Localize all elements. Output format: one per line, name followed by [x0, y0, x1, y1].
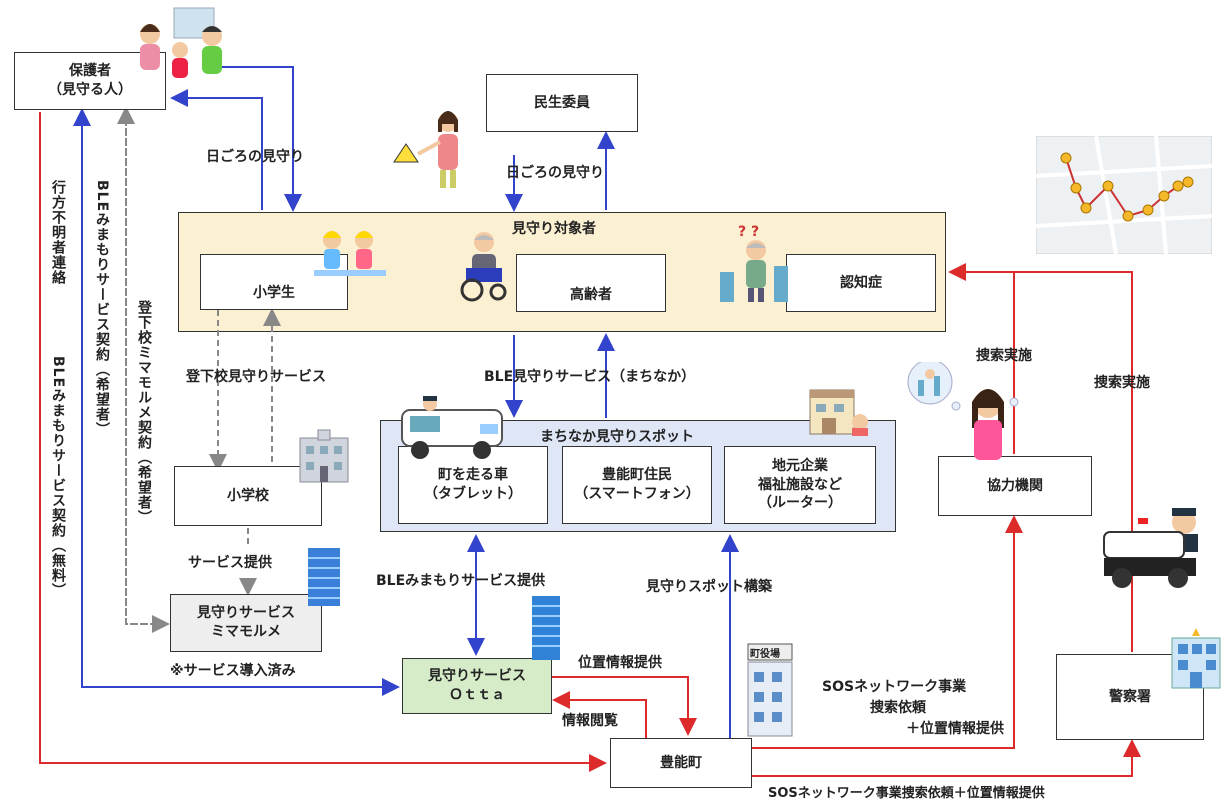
- car-box: 町を走る車 （タブレット）: [398, 446, 548, 524]
- police-car-illustration: [1103, 508, 1198, 588]
- sos-network-label: SOSネットワーク事業: [822, 679, 967, 695]
- location-info-provision-label: 位置情報提供: [578, 655, 662, 671]
- ble-mimamori-provision-label: BLEみまもりサービス提供: [376, 573, 546, 589]
- service-provision-label: サービス提供: [188, 555, 272, 571]
- search-conducted-2-label: 捜索実施: [1094, 375, 1150, 391]
- minsei-box: 民生委員: [486, 74, 638, 132]
- family-illustration: [140, 7, 222, 78]
- otta-box: 見守りサービス Ｏｔｔａ: [402, 658, 552, 714]
- ble-contract-opt-label: BLEみまもりサービス契約（希望者）: [94, 180, 110, 438]
- mimamorume-contract-label: 登下校ミマモルメ契約（希望者）: [136, 300, 152, 525]
- dementia-box: 認知症: [786, 254, 936, 312]
- mimamorume-box: 見守りサービス ミマモルメ: [170, 594, 322, 652]
- resident-box: 豊能町住民 （スマートフォン）: [562, 446, 712, 524]
- companies-box: 地元企業 福祉施設など （ルーター）: [724, 446, 876, 524]
- svg-text:? ?: ? ?: [738, 224, 759, 240]
- search-request-label: 捜索依頼: [870, 700, 926, 716]
- ble-contract-free-label: BLEみまもりサービス契約（無料）: [50, 356, 66, 599]
- confused-elder-illustration: ? ?: [720, 224, 788, 302]
- already-introduced-label: ※サービス導入済み: [170, 663, 296, 679]
- target-region-title: 見守り対象者: [512, 221, 596, 237]
- shop-building-illustration: [809, 389, 868, 436]
- ble-machinaka-label: BLE見守りサービス（まちなか）: [484, 369, 696, 385]
- children-illustration: [314, 231, 386, 276]
- school-box: 小学校: [174, 466, 322, 526]
- elderly-box: 高齢者: [516, 254, 666, 312]
- bottom-cut-label: SOSネットワーク事業捜索依頼＋位置情報提供: [768, 786, 1045, 801]
- map-illustration: [1036, 136, 1212, 254]
- machinaka-region-title: まちなか見守りスポット: [540, 429, 694, 445]
- mimamorume-building-illustration: [308, 548, 340, 606]
- info-browsing-label: 情報閲覧: [562, 713, 618, 729]
- otta-building-illustration: [532, 596, 560, 660]
- daily-watch-center-label: 日ごろの見守り: [506, 165, 604, 181]
- cooperating-org-box: 協力機関: [938, 456, 1092, 516]
- missing-contact-label: 行方不明者連絡: [50, 180, 66, 285]
- police-station-illustration: [1171, 628, 1221, 689]
- elementary-student-box: 小学生: [200, 254, 348, 310]
- school-commute-service-label: 登下校見守りサービス: [186, 369, 326, 385]
- search-conducted-1-label: 捜索実施: [976, 348, 1032, 364]
- town-box: 豊能町: [610, 738, 752, 788]
- school-building-illustration: [299, 429, 349, 483]
- worried-woman-illustration: [907, 362, 1019, 460]
- town-office-illustration: [747, 643, 793, 737]
- town-office-sign: 町役場: [750, 649, 780, 660]
- patrol-car-illustration: [401, 396, 503, 459]
- spot-construction-label: 見守りスポット構築: [646, 579, 772, 595]
- wheelchair-elder-illustration: [460, 232, 507, 302]
- volunteer-woman-illustration: [393, 111, 458, 188]
- daily-watch-left-label: 日ごろの見守り: [206, 149, 304, 165]
- plus-location-label: ＋位置情報提供: [906, 721, 1004, 737]
